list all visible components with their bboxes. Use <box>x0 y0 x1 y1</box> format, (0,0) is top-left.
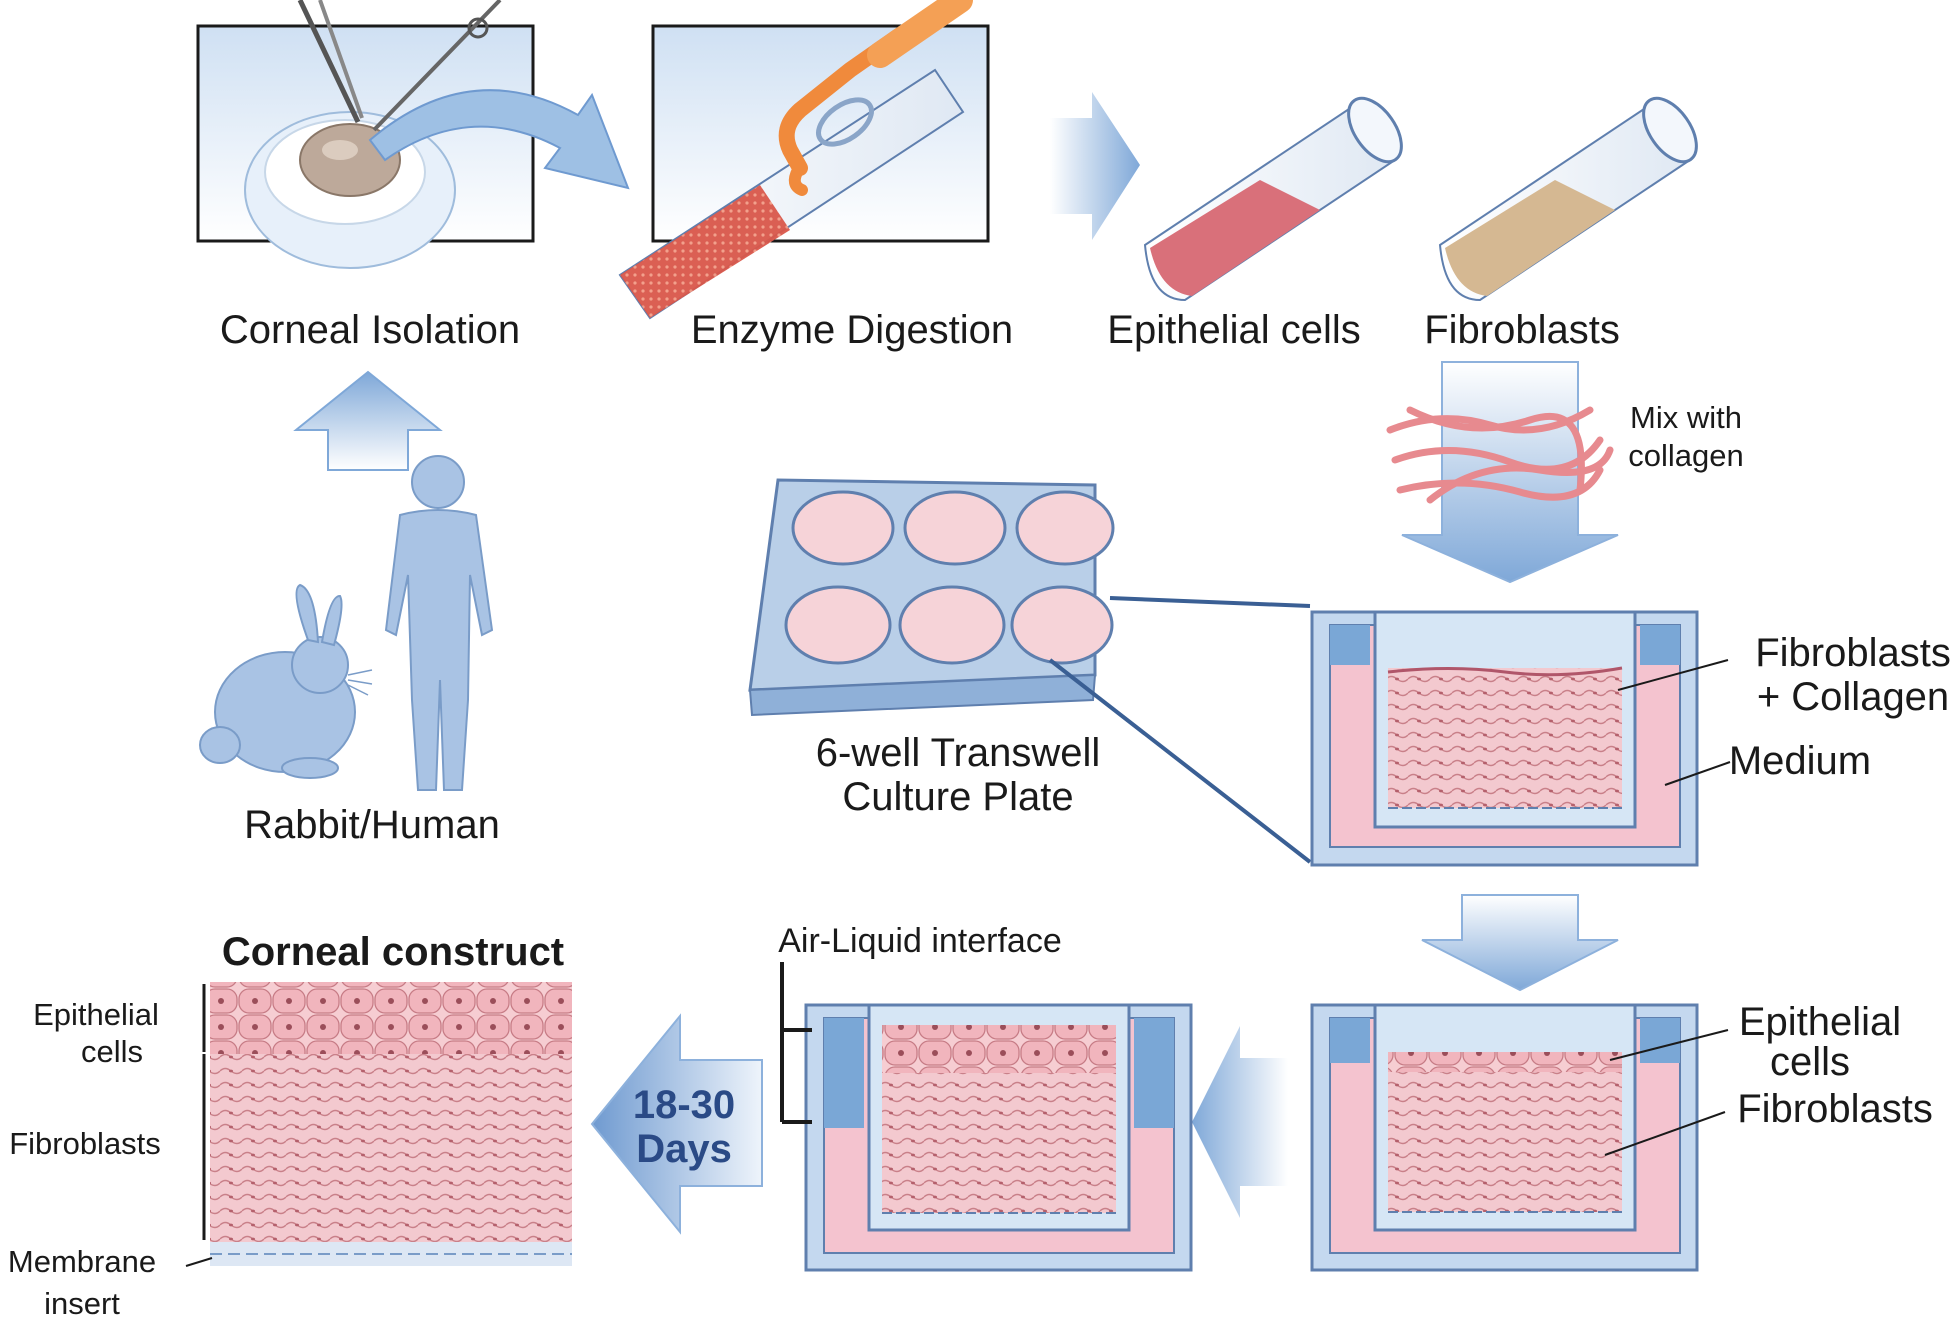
human-silhouette <box>384 455 494 791</box>
transwell-1 <box>1310 610 1699 867</box>
epithelial-cells-t2-line2: cells <box>1770 1040 1850 1084</box>
rabbit-whiskers <box>347 669 373 696</box>
transwell-1-leaders <box>1617 659 1731 786</box>
source-up-arrow <box>293 370 443 471</box>
plate-label-line2: Culture Plate <box>842 775 1073 819</box>
rabbit-silhouette <box>199 583 356 779</box>
construct-membrane-line1: Membrane <box>8 1244 156 1279</box>
fibroblasts-collagen-line1: Fibroblasts <box>1755 631 1950 675</box>
mix-with-label: Mix with <box>1630 400 1742 435</box>
medium-label: Medium <box>1729 739 1871 783</box>
duration-arrow <box>590 1013 763 1235</box>
plate-label-line1: 6-well Transwell <box>816 731 1101 775</box>
construct-epithelial-line1: Epithelial <box>33 997 159 1032</box>
epithelial-cells-t2-line1: Epithelial <box>1739 1000 1901 1044</box>
epithelial-tube <box>1143 96 1403 302</box>
corneal-isolation-panel <box>196 0 535 269</box>
rabbit-human-label: Rabbit/Human <box>244 803 500 847</box>
transwell-2-leaders <box>1604 1029 1729 1156</box>
transwell-left-arrow <box>1192 1026 1288 1218</box>
duration-line2: Days <box>636 1127 732 1171</box>
fibroblasts-collagen-line2: + Collagen <box>1757 675 1949 719</box>
fibroblasts-t2-label: Fibroblasts <box>1737 1087 1933 1131</box>
zoom-lines <box>1048 596 1312 864</box>
construct-membrane-line2: insert <box>44 1286 120 1321</box>
air-liquid-interface-label: Air-Liquid interface <box>778 922 1061 960</box>
transwell-3 <box>804 1003 1193 1272</box>
corneal-construct-tissue <box>210 982 572 1266</box>
construct-epithelial-line2: cells <box>81 1034 143 1069</box>
enzyme-digestion-panel <box>618 0 990 320</box>
enzyme-digestion-label: Enzyme Digestion <box>691 308 1013 352</box>
construct-fibroblasts-label: Fibroblasts <box>9 1126 161 1161</box>
digestion-to-cells-arrow <box>1050 92 1140 240</box>
fibroblasts-label: Fibroblasts <box>1424 308 1620 352</box>
fibroblast-tube <box>1438 96 1698 302</box>
construct-title: Corneal construct <box>222 930 564 974</box>
transwell-2 <box>1310 1003 1699 1272</box>
corneal-isolation-label: Corneal Isolation <box>220 308 520 352</box>
membrane-leader <box>185 1257 213 1267</box>
epithelial-cells-label: Epithelial cells <box>1107 308 1360 352</box>
transwell-down-arrow <box>1421 894 1619 992</box>
fibroblast-strands <box>1386 406 1614 504</box>
air-liquid-bracket <box>780 962 812 1124</box>
duration-line1: 18-30 <box>633 1083 735 1127</box>
collagen-label: collagen <box>1628 438 1743 473</box>
six-well-plate <box>748 478 1115 717</box>
isolation-to-digestion-arrow <box>368 89 630 190</box>
